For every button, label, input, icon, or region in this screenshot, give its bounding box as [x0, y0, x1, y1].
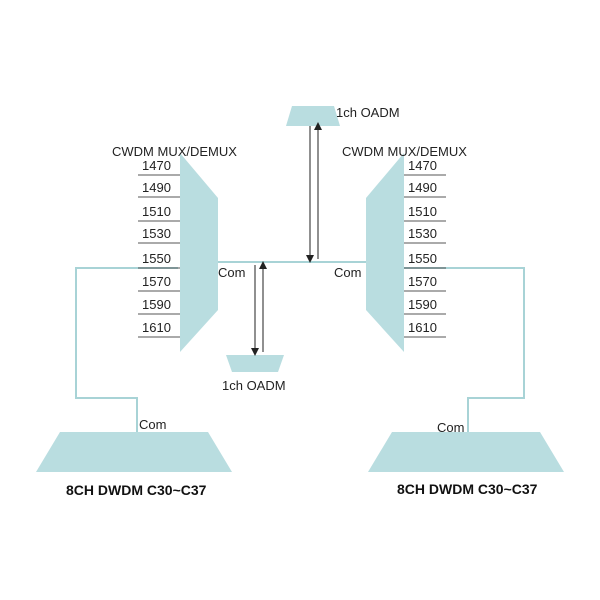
top-oadm-label: 1ch OADM — [336, 105, 400, 120]
right-1550-fiber — [404, 267, 525, 432]
left-dwdm: Com 8CH DWDM C30~C37 — [36, 417, 232, 498]
left-mux-body — [180, 153, 218, 352]
left-dwdm-body — [36, 432, 232, 472]
left-mux-channel-1610: 1610 — [142, 320, 171, 335]
right-cwdm-mux: CWDM MUX/DEMUX 1470149015101530155015701… — [334, 144, 467, 352]
right-mux-channel-1510: 1510 — [408, 204, 437, 219]
top-oadm: 1ch OADM — [286, 105, 400, 263]
right-dwdm-body — [368, 432, 564, 472]
top-oadm-body — [286, 106, 340, 126]
left-mux-channel-1530: 1530 — [142, 226, 171, 241]
left-dwdm-com-label: Com — [139, 417, 166, 432]
right-mux-channel-1570: 1570 — [408, 274, 437, 289]
right-mux-channel-1590: 1590 — [408, 297, 437, 312]
right-mux-channel-1610: 1610 — [408, 320, 437, 335]
left-mux-channel-1550: 1550 — [142, 251, 171, 266]
bottom-oadm: 1ch OADM — [222, 261, 286, 393]
right-mux-channel-1530: 1530 — [408, 226, 437, 241]
left-mux-channel-1590: 1590 — [142, 297, 171, 312]
left-mux-channel-1510: 1510 — [142, 204, 171, 219]
right-mux-channel-1470: 1470 — [408, 158, 437, 173]
right-mux-channels: 1470 1490 1510 1530 1550 1570 1590 1610 — [404, 158, 446, 338]
right-mux-channel-1550: 1550 — [408, 251, 437, 266]
right-mux-body — [366, 153, 404, 352]
left-cwdm-mux: CWDM MUX/DEMUX 1470149015101530155015701… — [112, 144, 245, 352]
fiber-lines — [75, 261, 525, 432]
left-1550-fiber — [75, 267, 178, 432]
left-mux-com-label: Com — [218, 265, 245, 280]
right-mux-com-label: Com — [334, 265, 361, 280]
bottom-oadm-body — [226, 355, 284, 372]
right-dwdm-title: 8CH DWDM C30~C37 — [397, 481, 538, 497]
left-mux-channel-1570: 1570 — [142, 274, 171, 289]
right-mux-title: CWDM MUX/DEMUX — [342, 144, 467, 159]
left-mux-channel-1470: 1470 — [142, 158, 171, 173]
left-dwdm-title: 8CH DWDM C30~C37 — [66, 482, 207, 498]
left-mux-channels: 1470 1490 1510 1530 1550 1570 1590 1610 — [138, 158, 180, 338]
left-mux-channel-1490: 1490 — [142, 180, 171, 195]
right-dwdm-com-label: Com — [437, 420, 464, 435]
right-dwdm: Com 8CH DWDM C30~C37 — [368, 420, 564, 497]
bottom-oadm-label: 1ch OADM — [222, 378, 286, 393]
right-mux-channel-1490: 1490 — [408, 180, 437, 195]
left-mux-title: CWDM MUX/DEMUX — [112, 144, 237, 159]
